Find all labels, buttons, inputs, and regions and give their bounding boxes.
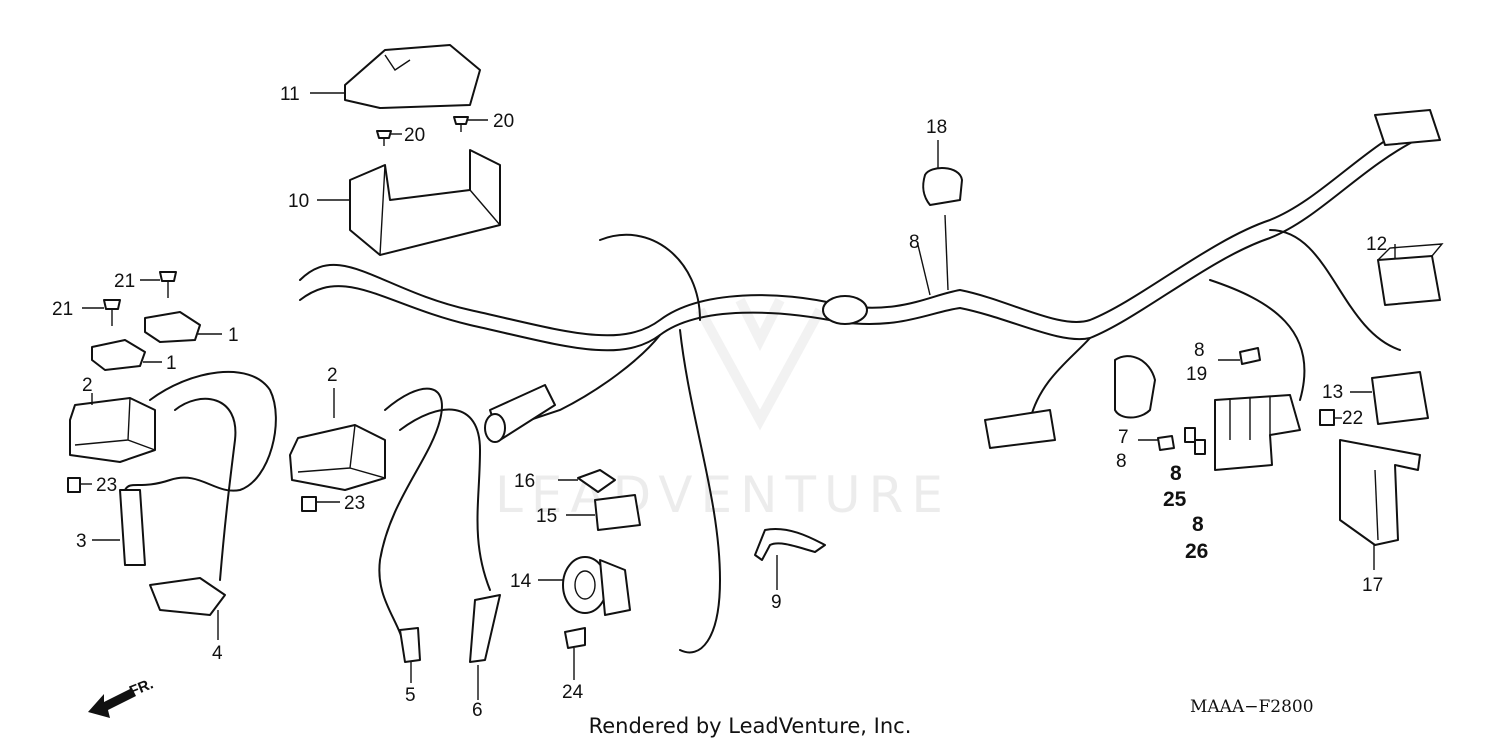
part-3-plug-cap[interactable]	[92, 370, 277, 566]
callout-18: 18	[926, 117, 947, 138]
callout-26: 26	[1185, 540, 1208, 563]
part-2-ignition-coil[interactable]	[69, 393, 156, 463]
part-9-band[interactable]	[754, 528, 826, 590]
part-21-bolt[interactable]	[140, 271, 177, 298]
part-4-plug-cap[interactable]	[149, 397, 237, 640]
part-7-fuse[interactable]	[1138, 435, 1175, 451]
callout-25: 25	[1163, 488, 1187, 511]
callout-19: 19	[1186, 364, 1207, 385]
footer-credit: Rendered by LeadVenture, Inc.	[588, 714, 912, 738]
callout-23: 23	[344, 493, 365, 514]
part-8-main-harness[interactable]	[299, 109, 1441, 654]
callout-20: 20	[404, 125, 425, 146]
callout-9: 9	[771, 592, 782, 613]
callout-5: 5	[405, 685, 416, 706]
callout-8: 8	[1192, 513, 1204, 536]
callout-8: 8	[1170, 462, 1182, 485]
callout-11: 11	[280, 84, 300, 105]
part-11-cover[interactable]	[310, 44, 481, 109]
callout-23: 23	[96, 475, 117, 496]
part-6-plug-cap[interactable]	[399, 408, 501, 700]
callout-4: 4	[212, 643, 223, 664]
watermark: LEADVENTURE	[495, 466, 951, 524]
watermark-logo	[695, 297, 825, 431]
callout-8: 8	[909, 232, 920, 253]
part-1-holder[interactable]	[91, 339, 162, 371]
diagram-reference-code: MAAA−F2800	[1190, 697, 1314, 717]
callout-8: 8	[1194, 340, 1205, 361]
front-direction-arrow: FR.	[88, 675, 156, 718]
part-18-clamp[interactable]	[922, 140, 963, 291]
part-17-bracket[interactable]	[1339, 439, 1421, 570]
callout-21: 21	[114, 271, 135, 292]
part-13-relay[interactable]	[1350, 371, 1429, 425]
callout-15: 15	[536, 506, 557, 527]
callout-14: 14	[510, 571, 532, 592]
callout-1: 1	[166, 353, 177, 374]
part-5-plug-cap[interactable]	[378, 387, 443, 683]
callout-17: 17	[1362, 575, 1383, 596]
callout-20: 20	[493, 111, 514, 132]
callout-3: 3	[76, 531, 87, 552]
callout-22: 22	[1342, 408, 1363, 429]
part-24-bolt[interactable]	[564, 627, 586, 680]
callout-10: 10	[288, 191, 309, 212]
part-2-ignition-coil[interactable]	[289, 388, 386, 491]
callout-1: 1	[228, 325, 239, 346]
part-16-connector[interactable]	[558, 469, 616, 493]
callout-2: 2	[327, 365, 338, 386]
part-26-fuse[interactable]	[1194, 439, 1206, 455]
fuse-box[interactable]	[1214, 394, 1301, 471]
callout-8: 8	[1116, 451, 1127, 472]
part-25-fuse[interactable]	[1184, 427, 1196, 443]
callout-21: 21	[52, 299, 73, 320]
callout-2: 2	[82, 375, 93, 396]
front-label: FR.	[127, 675, 156, 700]
part-22-bolt[interactable]	[1319, 409, 1342, 426]
part-12-unit[interactable]	[1377, 243, 1444, 306]
part-19-fuse[interactable]	[1218, 347, 1261, 365]
callout-7: 7	[1118, 427, 1129, 448]
part-23-bolt[interactable]	[67, 477, 92, 493]
callout-12: 12	[1366, 234, 1387, 255]
part-15-relay[interactable]	[566, 494, 641, 531]
part-10-bracket[interactable]	[317, 149, 501, 256]
part-20-screw[interactable]	[376, 130, 402, 146]
callout-13: 13	[1322, 382, 1343, 403]
part-23-bolt[interactable]	[301, 496, 340, 512]
part-14-horn[interactable]	[538, 556, 631, 616]
callout-16: 16	[514, 471, 535, 492]
callout-24: 24	[562, 682, 584, 703]
part-21-bolt[interactable]	[82, 299, 121, 326]
part-20-screw[interactable]	[453, 116, 488, 132]
callout-6: 6	[472, 700, 483, 721]
part-1-holder[interactable]	[144, 311, 222, 343]
